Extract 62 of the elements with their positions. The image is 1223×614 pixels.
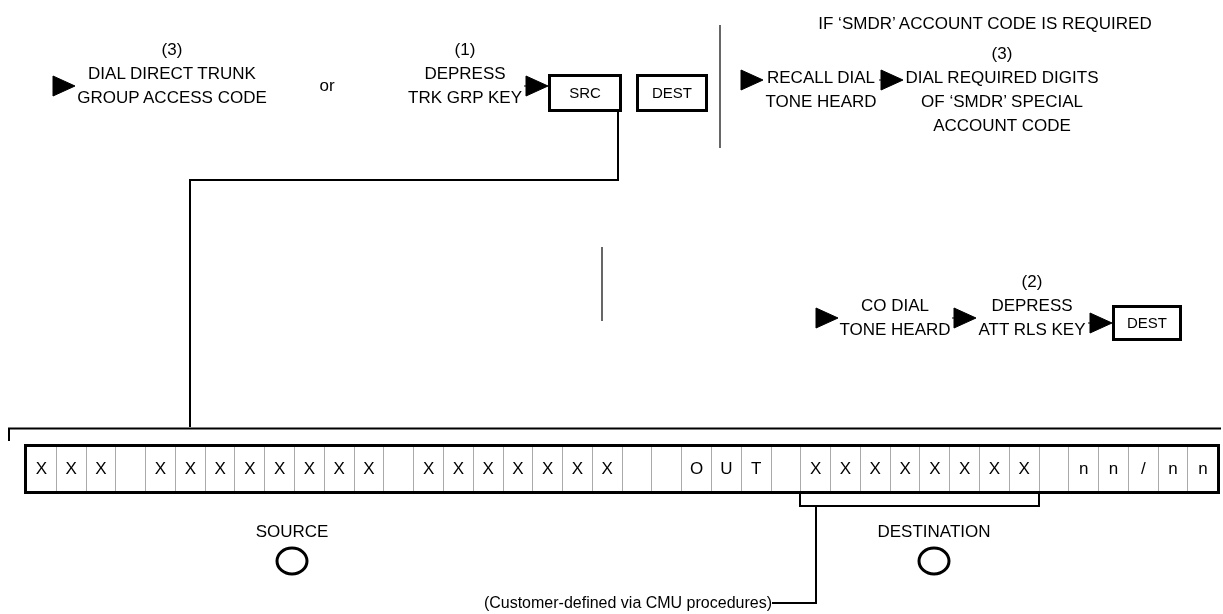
display-character: X	[929, 458, 941, 481]
step-text: DIAL REQUIRED DIGITS OF ‘SMDR’ SPECIAL ACCOUNT CODE	[904, 67, 1100, 137]
arrowhead	[523, 75, 549, 97]
display-character: X	[214, 458, 226, 481]
display-character: X	[482, 458, 494, 481]
connector-line	[771, 506, 817, 604]
conjunction-text: or	[318, 75, 336, 97]
display-character: n	[1108, 458, 1119, 481]
step-text: RECALL DIAL TONE HEARD	[764, 67, 878, 113]
display-character: X	[512, 458, 524, 481]
display-character: X	[363, 458, 375, 481]
display-character: X	[810, 458, 822, 481]
display-character: X	[35, 458, 48, 481]
display-character: X	[244, 458, 256, 481]
arrowhead	[878, 69, 904, 91]
display-character: X	[542, 458, 554, 481]
display-character: O	[689, 458, 704, 481]
arrowhead	[815, 307, 839, 329]
display-character: X	[988, 458, 1001, 481]
display-character: X	[839, 458, 852, 481]
display-character: U	[720, 458, 733, 481]
step-number: (3)	[991, 43, 1013, 65]
arrowhead	[1087, 312, 1113, 334]
arrowhead	[52, 75, 76, 97]
display-character: X	[869, 458, 881, 481]
display-character: n	[1079, 458, 1089, 481]
condition-text: IF ‘SMDR’ ACCOUNT CODE IS REQUIRED	[817, 13, 1153, 35]
arrowhead	[951, 307, 977, 329]
display-character: X	[65, 458, 77, 481]
display-character: n	[1198, 458, 1208, 481]
display-character: X	[422, 458, 435, 481]
step-number: (3)	[161, 39, 183, 61]
display-character: X	[303, 458, 316, 481]
key-box: DEST	[636, 74, 708, 112]
connector-line	[189, 111, 619, 428]
display-character: X	[95, 458, 107, 481]
display-character: X	[452, 458, 464, 481]
display-character: X	[958, 458, 971, 481]
display-character: X	[184, 458, 196, 481]
display-character: n	[1168, 458, 1178, 481]
display-character: X	[273, 458, 286, 481]
display-character: X	[899, 458, 911, 481]
step-text: DIAL DIRECT TRUNK GROUP ACCESS CODE	[76, 63, 268, 109]
step-text: DEPRESS TRK GRP KEY	[407, 63, 523, 109]
step-number: (1)	[454, 39, 476, 61]
step-text: DEPRESS ATT RLS KEY	[977, 295, 1087, 341]
bracket	[799, 494, 1040, 507]
arrowhead	[740, 69, 764, 91]
step-number: (2)	[1021, 271, 1043, 293]
indicator-label: DESTINATION	[876, 521, 992, 543]
key-box: SRC	[548, 74, 622, 112]
key-box: DEST	[1112, 305, 1182, 341]
note-text: (Customer-defined via CMU procedures)	[483, 593, 772, 613]
display-character: X	[333, 458, 345, 481]
display-character: /	[1140, 458, 1146, 481]
display-character: X	[571, 458, 584, 481]
display-character: X	[154, 458, 167, 481]
step-text: CO DIAL TONE HEARD	[838, 295, 952, 341]
display-character: X	[601, 458, 613, 481]
display-character: X	[1018, 458, 1030, 481]
display-character: T	[750, 458, 762, 481]
indicator-label: SOURCE	[254, 521, 330, 543]
